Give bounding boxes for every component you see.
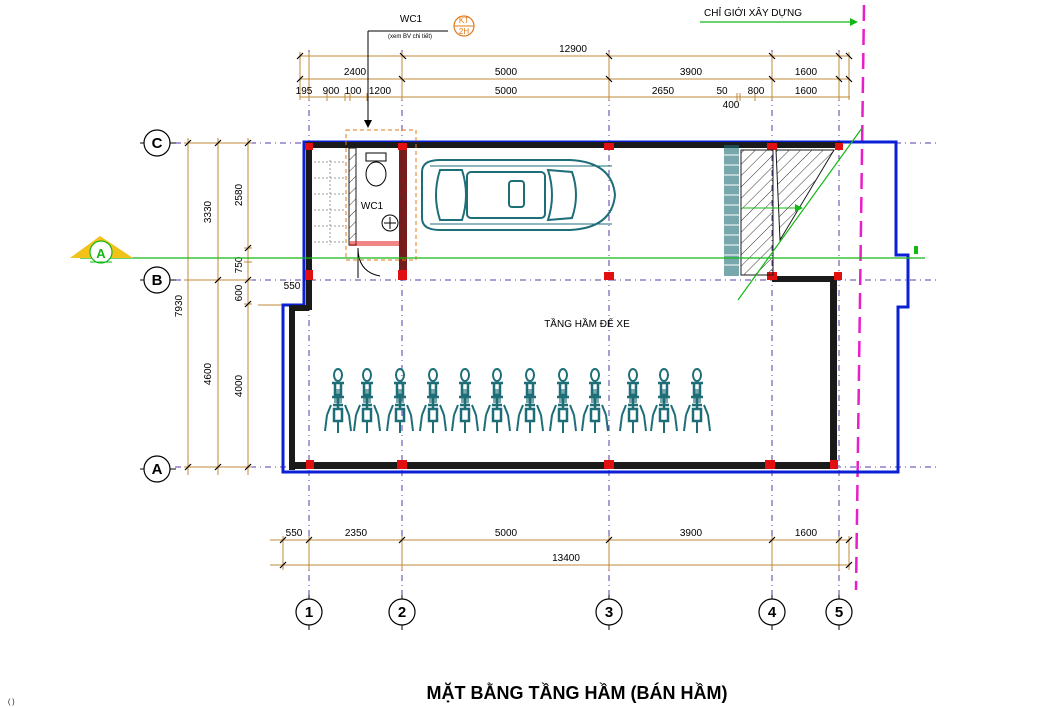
motorbike-icon <box>323 367 353 435</box>
row-axis-markers: C B A <box>140 129 176 483</box>
wall-hatch-wc <box>399 150 407 278</box>
room-label: TẦNG HẦM ĐỂ XE <box>544 317 630 330</box>
dim-bottom-2: 2350 <box>345 528 368 539</box>
motorbike-icon <box>482 367 512 435</box>
wc-callout-note: (xem BV chi tiết) <box>388 34 432 40</box>
setback-line: CHỈ GIỚI XÂY DỰNG <box>700 4 866 591</box>
axis-col-3-label: 3 <box>605 604 613 621</box>
dim-left-inner-1: 2580 <box>234 183 245 206</box>
dim-row2-4: 1200 <box>369 86 392 97</box>
motorbike-icon <box>548 367 578 435</box>
section-marker-label: A <box>96 246 106 261</box>
dim-left-outer-2: 4600 <box>203 362 214 385</box>
motorbike-icon <box>580 367 610 435</box>
axis-col-5: 5 <box>825 595 853 630</box>
axis-col-5-label: 5 <box>835 604 843 621</box>
car-icon <box>421 159 617 231</box>
wc-room: WC1 <box>345 129 417 278</box>
stair-left <box>314 160 346 245</box>
dim-row2-6: 2650 <box>652 86 675 97</box>
left-dimensions: 3330 4600 7930 2580 750 600 4000 550 <box>174 183 301 397</box>
dim-top-3: 3900 <box>680 67 703 78</box>
wc-callout: WC1 (xem BV chi tiết) KT 2H <box>364 14 475 128</box>
axis-col-4: 4 <box>758 595 786 630</box>
dim-bottom-3: 5000 <box>495 528 518 539</box>
section-line: A <box>70 236 925 264</box>
axis-row-b: B <box>140 266 176 294</box>
motorbike-icon <box>450 367 480 435</box>
dim-bottom-overall: 13400 <box>552 553 580 564</box>
motorbike-icon <box>649 367 679 435</box>
dim-row2-1: 195 <box>296 86 313 97</box>
ramp-area <box>724 127 863 301</box>
axis-row-b-label: B <box>152 272 163 289</box>
dim-left-step: 550 <box>284 281 301 292</box>
corner-mark: ( ) <box>8 699 15 706</box>
dim-row2-8: 800 <box>748 86 765 97</box>
kt-tag-top: KT <box>459 16 469 25</box>
axis-row-a: A <box>140 455 176 483</box>
axis-col-1-label: 1 <box>305 604 313 621</box>
structural-columns <box>305 143 843 469</box>
dimension-lines <box>184 52 850 570</box>
setback-label: CHỈ GIỚI XÂY DỰNG <box>704 6 802 19</box>
axis-row-a-label: A <box>152 461 163 478</box>
motorbike-icon <box>618 367 648 435</box>
motorbike-icon <box>418 367 448 435</box>
axis-col-2: 2 <box>388 595 416 630</box>
dim-top-1: 2400 <box>344 67 367 78</box>
wc-callout-label: WC1 <box>400 14 423 25</box>
dim-row2-3: 100 <box>345 86 362 97</box>
axis-row-c: C <box>140 129 176 157</box>
dim-left-inner-4: 4000 <box>234 374 245 397</box>
axis-col-2-label: 2 <box>398 604 406 621</box>
dimension-ticks-slashes <box>184 52 853 569</box>
wc-label: WC1 <box>361 201 384 212</box>
dim-row2-5: 5000 <box>495 86 518 97</box>
dim-bottom-5: 1600 <box>795 528 818 539</box>
motorbike-row <box>323 367 712 435</box>
motorbike-icon <box>515 367 545 435</box>
dim-left-inner-3: 600 <box>234 284 245 301</box>
dim-row2-extra: 400 <box>723 100 740 111</box>
motorbike-icon <box>385 367 415 435</box>
dim-top-overall: 12900 <box>559 44 587 55</box>
column-axis-markers: 1 2 3 4 5 <box>295 595 853 630</box>
dim-row2-9: 1600 <box>795 86 818 97</box>
top-dimensions: 12900 2400 5000 3900 1600 195 900 100 12… <box>296 44 818 111</box>
drawing-title: MẶT BẰNG TẦNG HẦM (BÁN HẦM) <box>427 682 728 703</box>
dim-top-4: 1600 <box>795 67 818 78</box>
dim-left-inner-2: 750 <box>234 256 245 273</box>
dim-left-outer-1: 3330 <box>203 200 214 223</box>
dim-row2-2: 900 <box>323 86 340 97</box>
kt-tag-bottom: 2H <box>459 27 469 36</box>
axis-col-1: 1 <box>295 595 323 630</box>
bottom-dimensions: 550 2350 5000 3900 1600 13400 <box>286 528 818 564</box>
dim-bottom-4: 3900 <box>680 528 703 539</box>
section-marker <box>89 240 113 264</box>
axis-row-c-label: C <box>152 135 163 152</box>
axis-col-4-label: 4 <box>768 604 777 621</box>
dim-row2-7: 50 <box>716 86 728 97</box>
dim-bottom-1: 550 <box>286 528 303 539</box>
dim-left-overall: 7930 <box>174 294 185 317</box>
dim-top-2: 5000 <box>495 67 518 78</box>
axis-col-3: 3 <box>595 595 623 630</box>
motorbike-icon <box>352 367 382 435</box>
motorbike-icon <box>682 367 712 435</box>
